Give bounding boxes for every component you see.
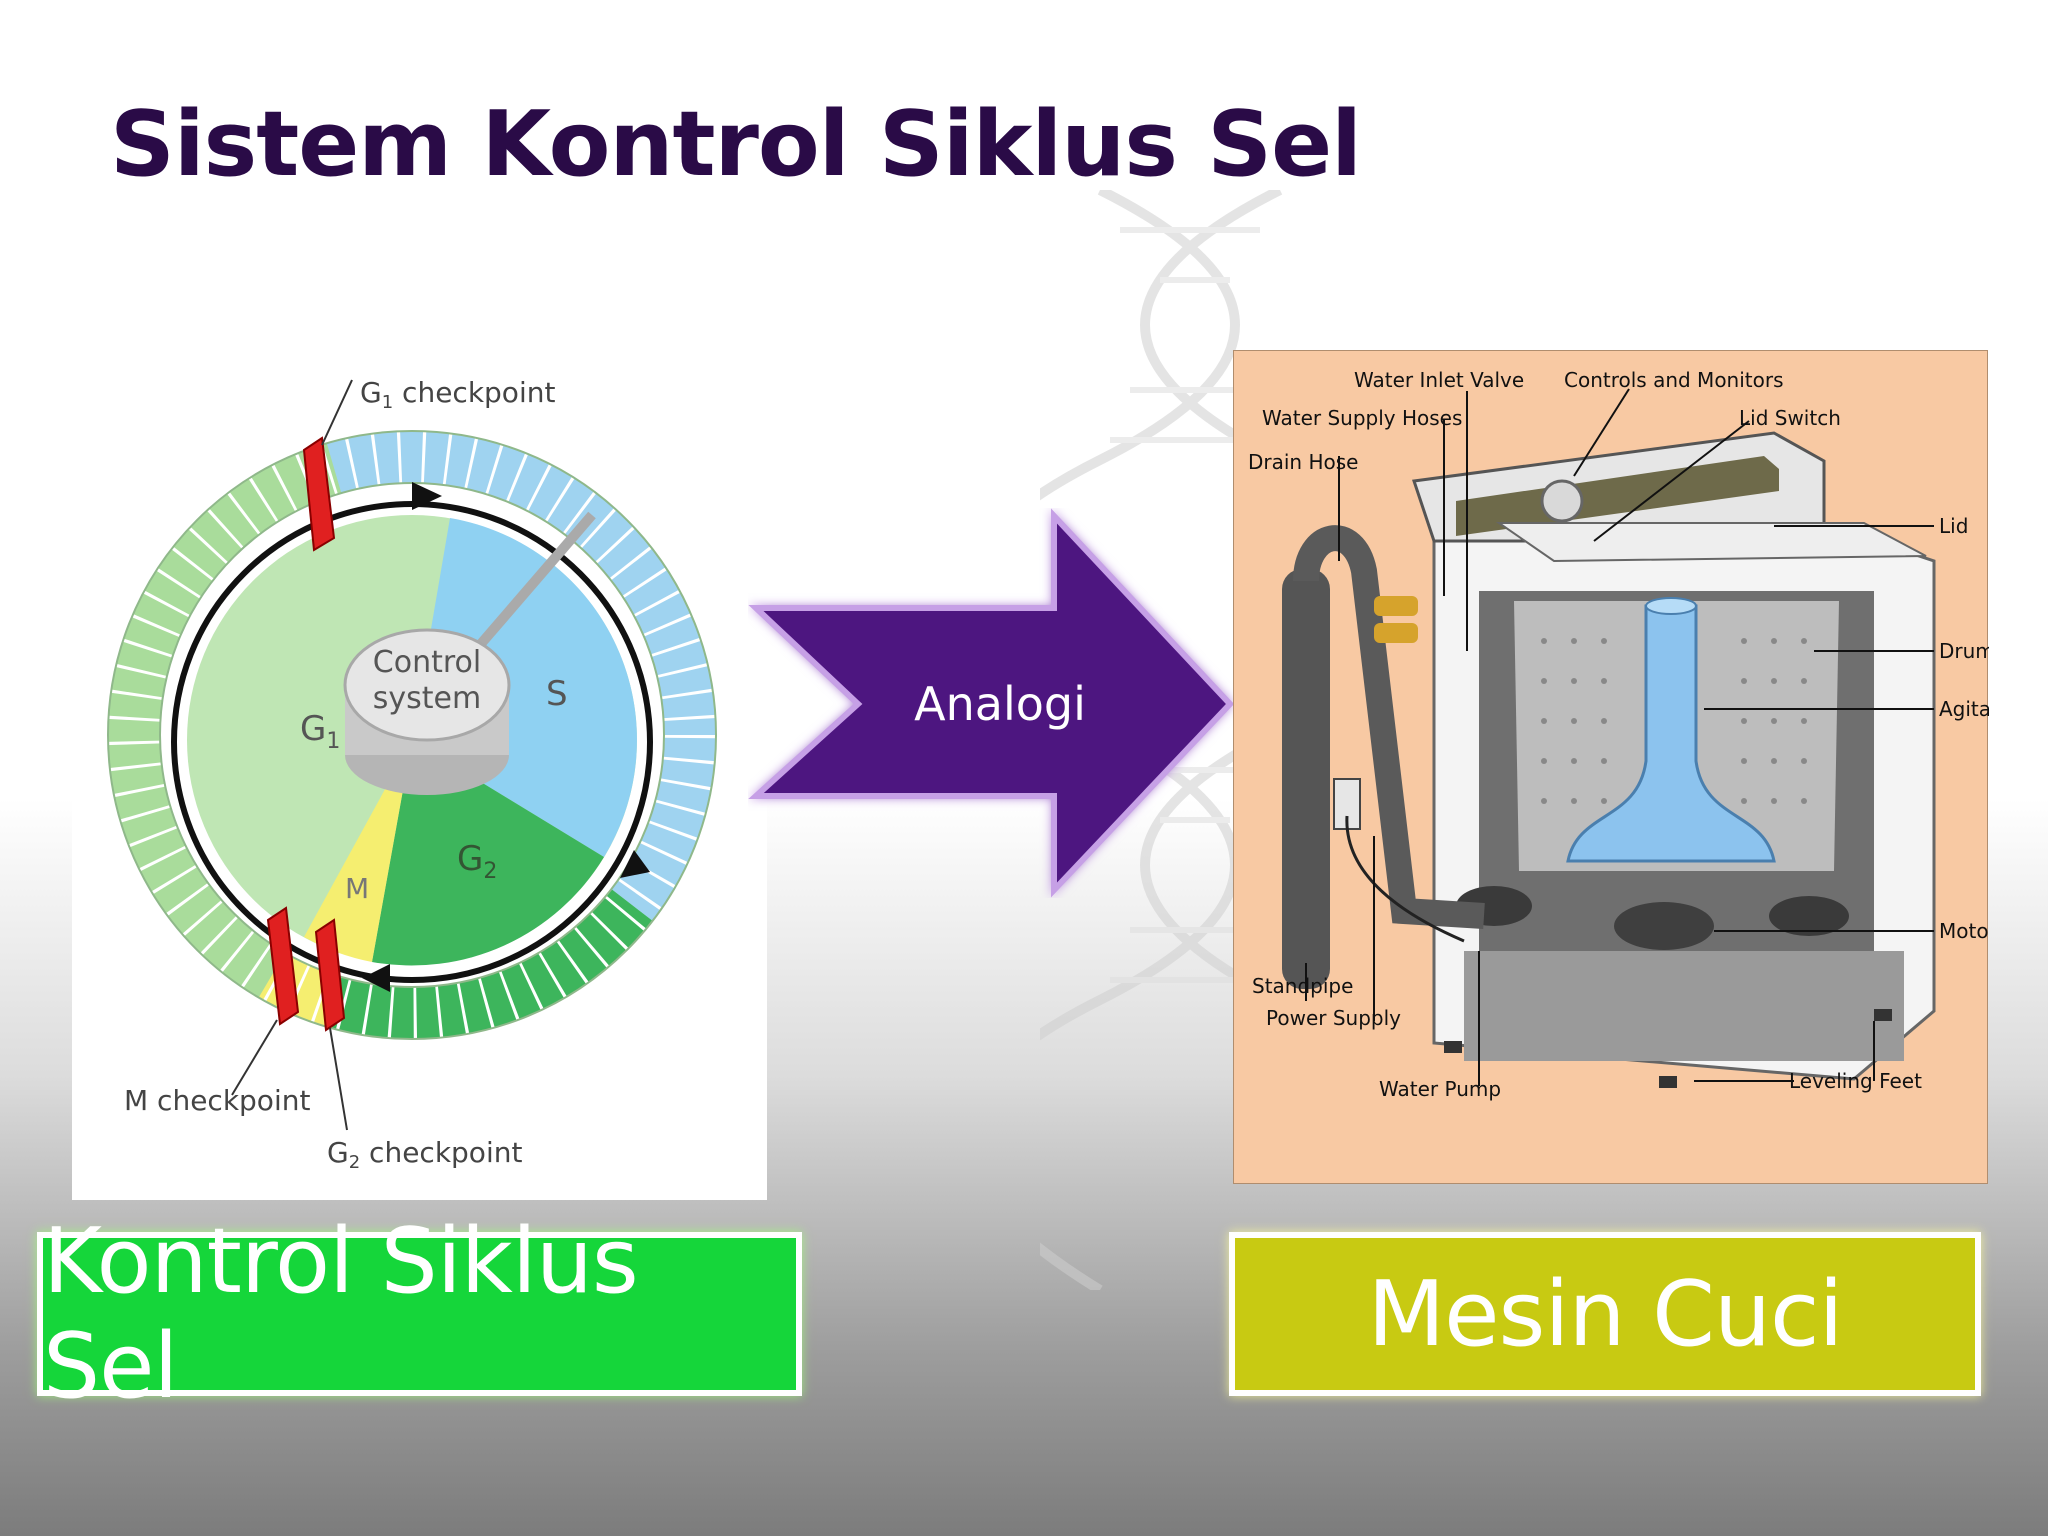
cell-cycle-diagram: Control system G1 S G2 M G1 checkpoint M… <box>72 350 767 1200</box>
leader-lines <box>1305 388 1934 1086</box>
arrowhead-icon <box>620 850 650 878</box>
phase-s-label: S <box>546 674 568 714</box>
lid-switch-label: Lid Switch <box>1739 406 1841 430</box>
agitator <box>1566 604 1776 863</box>
washer-lid <box>1495 522 1927 563</box>
outer-ring-g2 <box>326 888 653 1040</box>
motor-label: Motor <box>1939 919 1989 943</box>
control-system-knob <box>343 628 511 742</box>
leveling-feet-label: Leveling Feet <box>1789 1069 1922 1093</box>
motor <box>1614 902 1714 950</box>
phase-g2-label: G2 <box>457 839 497 884</box>
water-inlet-hose-connector <box>1374 596 1418 616</box>
arrowhead-icon <box>362 964 390 992</box>
control-dial-icon <box>1540 479 1584 523</box>
analogy-arrow: Analogi <box>748 508 1235 898</box>
left-caption-text: Kontrol Siklus Sel <box>43 1209 639 1419</box>
g1-checkpoint-label: G1 checkpoint <box>360 376 555 413</box>
standpipe <box>1282 569 1330 989</box>
phase-g1-label: G1 <box>300 709 340 754</box>
standpipe-label: Standpipe <box>1252 974 1353 998</box>
phase-m-label: M <box>345 872 369 905</box>
water-inlet-valve-label: Water Inlet Valve <box>1354 368 1524 392</box>
drum-label: Drum <box>1939 639 1989 663</box>
water-pump-label: Water Pump <box>1379 1077 1501 1101</box>
arrowhead-icon <box>412 482 442 510</box>
analogy-label: Analogi <box>914 677 1086 731</box>
phase-g2-sector <box>372 740 604 966</box>
m-checkpoint-marker <box>266 906 300 1026</box>
controls-and-monitors-label: Controls and Monitors <box>1564 368 1784 392</box>
drain-hose-label: Drain Hose <box>1248 450 1358 474</box>
water-supply-hoses-label: Water Supply Hoses <box>1262 406 1462 430</box>
control-dial-needle <box>463 511 596 664</box>
control-system-label: Control <box>373 645 481 680</box>
phase-m-sector <box>304 740 412 962</box>
right-caption-box: Mesin Cuci <box>1229 1232 1981 1396</box>
g2-checkpoint-label: G2 checkpoint <box>327 1136 522 1173</box>
drum-holes <box>1541 638 1807 804</box>
agitator-label: Agitator <box>1939 697 1989 721</box>
control-system-label: system <box>373 681 481 716</box>
power-cord <box>1345 815 1465 943</box>
m-checkpoint-label: M checkpoint <box>124 1084 310 1117</box>
outer-ring-s <box>326 430 717 921</box>
slide-title: Sistem Kontrol Siklus Sel <box>110 92 1362 197</box>
washing-machine-diagram: Water Inlet Valve Controls and Monitors … <box>1233 350 2020 1184</box>
lid-label: Lid <box>1939 514 1968 538</box>
power-supply-label: Power Supply <box>1266 1006 1401 1030</box>
left-caption-box: Kontrol Siklus Sel <box>37 1209 802 1419</box>
g2-checkpoint-marker <box>314 918 346 1032</box>
right-caption-text: Mesin Cuci <box>1367 1261 1844 1367</box>
g1-checkpoint-marker <box>302 436 336 552</box>
outer-ring-segments <box>107 430 717 1040</box>
drain-hose <box>1293 525 1485 929</box>
